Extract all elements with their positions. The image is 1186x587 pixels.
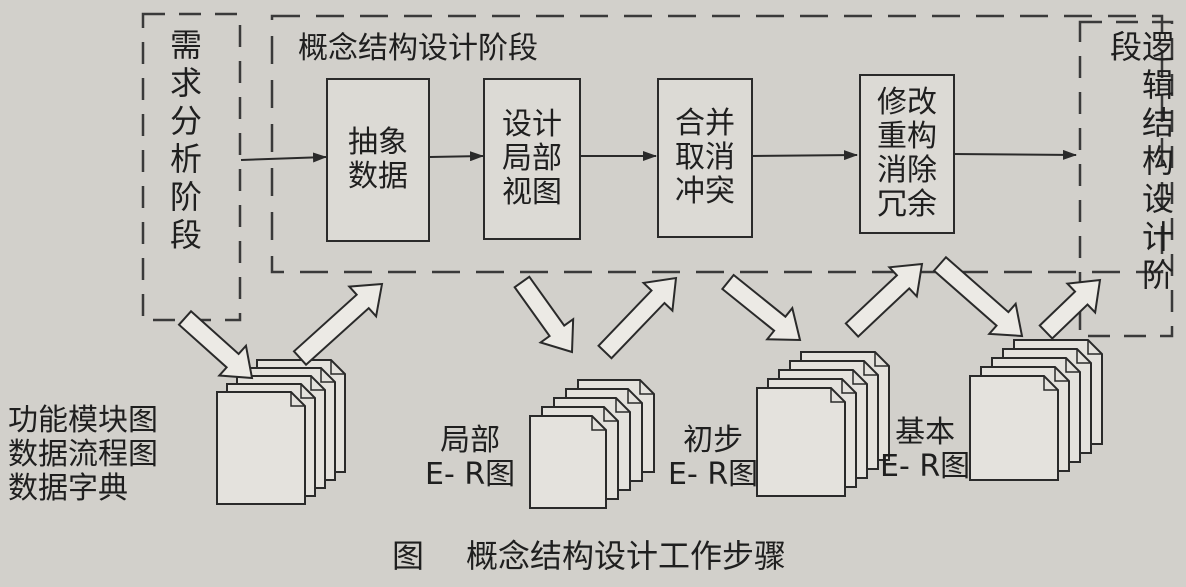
input-arrow-local-er — [513, 275, 575, 354]
page-fold — [1054, 367, 1069, 382]
doc-label-basic-er: 基本 E- R图 — [880, 415, 971, 484]
page-fold — [1043, 376, 1058, 391]
page-fold — [627, 389, 642, 404]
page-fold — [290, 392, 305, 407]
document-page — [756, 387, 846, 497]
logical-stage-box — [1078, 20, 1174, 338]
input-arrow-requirements — [177, 309, 254, 380]
output-arrow-initial-er — [844, 262, 924, 338]
step-label: 设计 局部 视图 — [502, 107, 562, 210]
page-fold — [300, 384, 315, 399]
document-page — [216, 391, 306, 505]
step-design-local-view: 设计 局部 视图 — [483, 78, 581, 240]
step-label: 修改 重构 消除 冗余 — [877, 85, 937, 222]
page-fold — [852, 370, 867, 385]
flow-arrow — [952, 149, 1077, 160]
input-arrow-initial-er — [720, 273, 802, 342]
caption-prefix: 图 — [392, 537, 425, 575]
step-label: 合并 取消 冲突 — [675, 106, 735, 209]
doc-stack-initial-er — [756, 351, 890, 497]
input-arrow-basic-er — [932, 255, 1024, 338]
doc-stack-basic-er — [969, 339, 1103, 481]
page-fold — [874, 352, 889, 367]
output-arrow-basic-er — [1038, 278, 1102, 340]
page-fold — [1065, 358, 1080, 373]
page-fold — [841, 379, 856, 394]
fat-arrow-shape — [292, 282, 384, 367]
page-fold — [830, 388, 845, 403]
doc-label-local-er: 局部 E- R图 — [425, 423, 516, 492]
step-merge-resolve-conflicts: 合并 取消 冲突 — [657, 78, 753, 238]
output-arrow-local-er — [597, 276, 678, 360]
doc-label-requirements: 功能模块图 数据流程图 数据字典 — [8, 403, 158, 506]
page-fold — [615, 398, 630, 413]
step-label: 抽象 数据 — [348, 125, 408, 194]
page-fold — [603, 407, 618, 422]
page-fold — [330, 360, 345, 375]
conceptual-stage-title: 概念结构设计阶段 — [298, 31, 538, 66]
fat-arrow-shape — [597, 276, 678, 360]
document-page — [969, 375, 1059, 481]
output-arrow-requirements — [292, 282, 384, 367]
requirements-stage-label: 需求分析阶段 — [165, 28, 203, 256]
step-abstract-data: 抽象 数据 — [326, 78, 430, 242]
flow-arrow — [240, 152, 327, 163]
document-page — [529, 415, 607, 509]
page-fold — [863, 361, 878, 376]
conceptual-stage-box — [270, 14, 1164, 274]
flow-arrow — [749, 150, 858, 161]
flow-arrow — [429, 151, 484, 162]
fat-arrow-shape — [177, 309, 254, 380]
fat-arrow-shape — [720, 273, 802, 342]
doc-stack-local-er — [529, 379, 655, 509]
page-fold — [320, 368, 335, 383]
fat-arrow-shape — [932, 255, 1024, 338]
fat-arrow-shape — [1038, 278, 1102, 340]
page-fold — [639, 380, 654, 395]
fat-arrow-shape — [513, 275, 575, 354]
doc-label-initial-er: 初步 E- R图 — [668, 423, 759, 492]
fat-arrow-shape — [844, 262, 924, 338]
step-modify-restructure: 修改 重构 消除 冗余 — [859, 74, 955, 234]
page-fold — [1076, 349, 1091, 364]
page-fold — [1087, 340, 1102, 355]
doc-stack-requirements — [216, 359, 346, 505]
page-fold — [591, 416, 606, 431]
caption-text: 概念结构设计工作步骤 — [466, 537, 787, 575]
logical-stage-label: 逻辑结构设计阶段 — [1105, 30, 1175, 296]
page-fold — [310, 376, 325, 391]
